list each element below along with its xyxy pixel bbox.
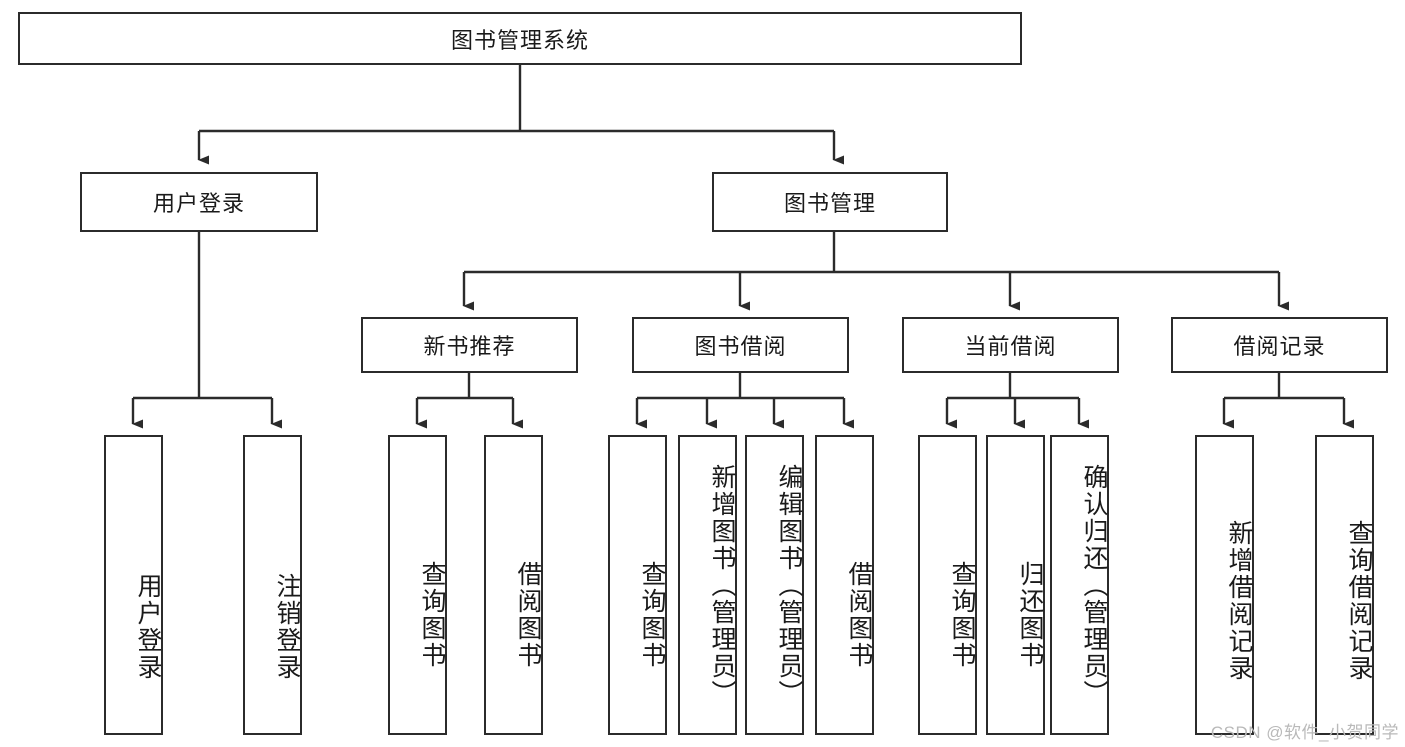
- leaf-borrow-book-2: 借阅图书: [815, 435, 874, 735]
- leaf-logout-label: 注销登录: [273, 573, 301, 681]
- leaf-return-book: 归还图书: [986, 435, 1045, 735]
- node-new-book-rec-label: 新书推荐: [423, 334, 516, 359]
- node-book-manage-label: 图书管理: [783, 191, 876, 216]
- node-book-manage: 图书管理: [712, 172, 948, 232]
- node-current-borrow: 当前借阅: [902, 317, 1119, 373]
- node-book-borrow-label: 图书借阅: [694, 334, 787, 359]
- leaf-return-book-label: 归还图书: [1016, 560, 1044, 669]
- node-user-login-label: 用户登录: [152, 191, 245, 216]
- leaf-add-record: 新增借阅记录: [1195, 435, 1254, 735]
- leaf-borrow-book-1-label: 借阅图书: [514, 560, 542, 669]
- leaf-borrow-book-1: 借阅图书: [484, 435, 543, 735]
- node-current-borrow-label: 当前借阅: [964, 334, 1057, 359]
- leaf-query-book-1-label: 查询图书: [418, 560, 446, 669]
- node-root: 图书管理系统: [18, 12, 1022, 65]
- leaf-edit-book-label: 编辑图书（管理员）: [775, 463, 803, 707]
- leaf-add-book-label: 新增图书（管理员）: [708, 463, 736, 707]
- leaf-logout: 注销登录: [243, 435, 302, 735]
- leaf-user-login-label: 用户登录: [134, 573, 162, 681]
- leaf-query-record: 查询借阅记录: [1315, 435, 1374, 735]
- leaf-user-login: 用户登录: [104, 435, 163, 735]
- leaf-borrow-book-2-label: 借阅图书: [845, 560, 873, 669]
- leaf-query-record-label: 查询借阅记录: [1345, 520, 1373, 682]
- leaf-confirm-return: 确认归还（管理员）: [1050, 435, 1109, 735]
- leaf-query-book-3: 查询图书: [918, 435, 977, 735]
- leaf-query-book-2: 查询图书: [608, 435, 667, 735]
- leaf-query-book-3-label: 查询图书: [948, 560, 976, 669]
- leaf-add-record-label: 新增借阅记录: [1225, 520, 1253, 682]
- node-borrow-record: 借阅记录: [1171, 317, 1388, 373]
- node-new-book-rec: 新书推荐: [361, 317, 578, 373]
- node-user-login: 用户登录: [80, 172, 318, 232]
- leaf-add-book: 新增图书（管理员）: [678, 435, 737, 735]
- leaf-confirm-return-label: 确认归还（管理员）: [1080, 463, 1108, 707]
- node-borrow-record-label: 借阅记录: [1233, 334, 1326, 359]
- leaf-query-book-2-label: 查询图书: [638, 560, 666, 669]
- node-root-label: 图书管理系统: [450, 27, 589, 53]
- leaf-query-book-1: 查询图书: [388, 435, 447, 735]
- leaf-edit-book: 编辑图书（管理员）: [745, 435, 804, 735]
- node-book-borrow: 图书借阅: [632, 317, 849, 373]
